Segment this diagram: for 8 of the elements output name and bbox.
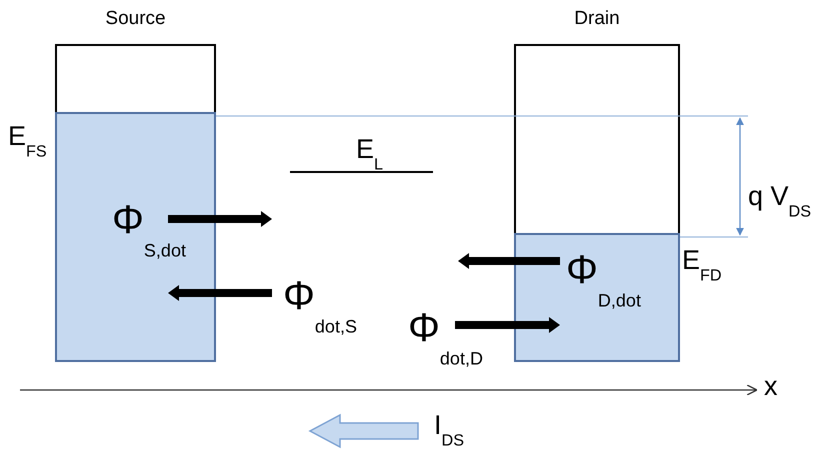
voltage-label: q V$_{DS}$ [748,183,812,220]
electrode-label: Source [104,8,167,30]
energy-level-label: E$_{FD}$ [682,247,722,284]
electrode-label: Drain [573,8,621,30]
current-label: I$_{DS}$ [434,412,464,449]
axis-label: x [764,373,778,400]
energy-level-label: E$_{FS}$ [8,123,47,160]
energy-level-label: E$_{L}$ [356,136,384,173]
